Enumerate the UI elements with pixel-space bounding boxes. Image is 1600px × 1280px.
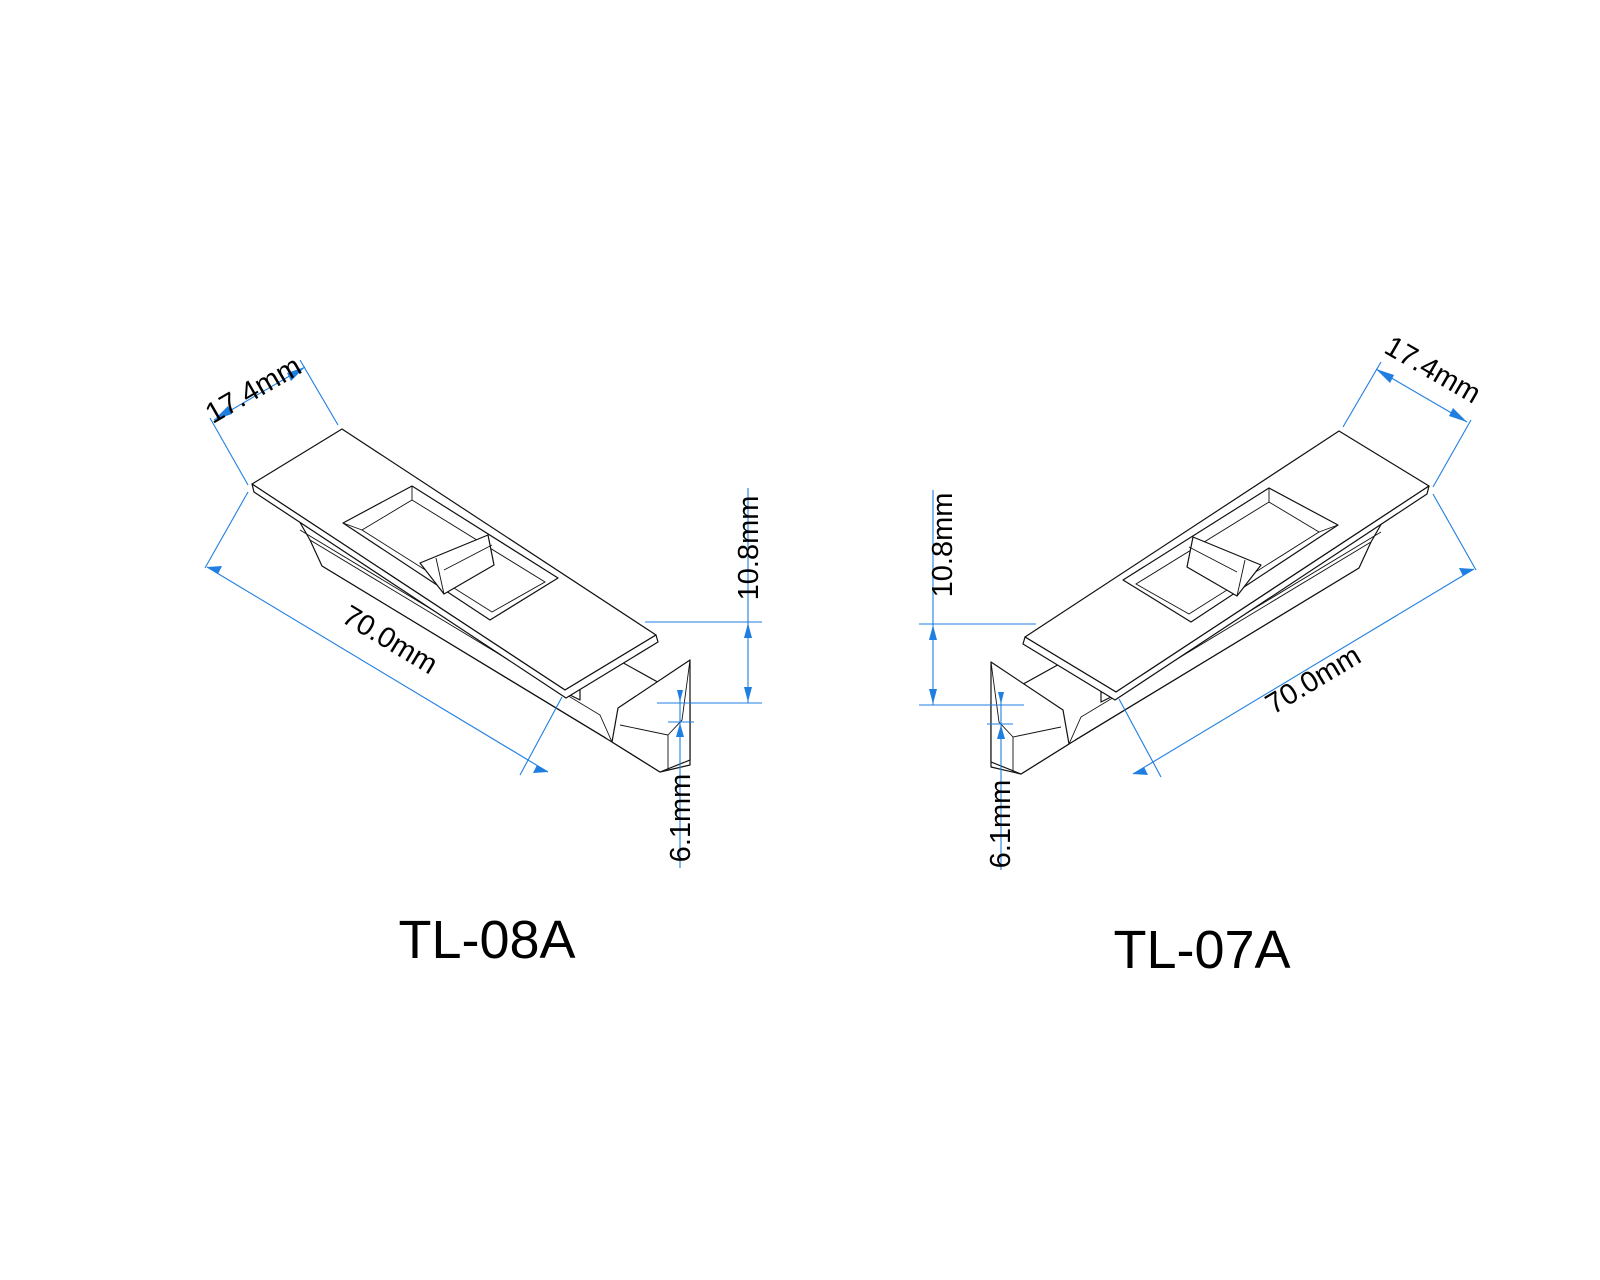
dim-depth-tl-07a: 6.1mm (985, 780, 1017, 869)
dim-width-tl-08a: 17.4mm (200, 350, 307, 430)
drawing-tl-07a: 17.4mm 70.0mm 10.8mm 6.1mm TL-07A (918, 330, 1486, 980)
dim-width-tl-07a: 17.4mm (1379, 330, 1486, 410)
dim-height-tl-08a: 10.8mm (733, 496, 765, 601)
latch-outline-tl-07a (990, 430, 1430, 775)
drawing-tl-08a: 17.4mm 70.0mm 10.8mm 6.1mm TL-08A (200, 350, 765, 970)
dim-depth-tl-08a: 6.1mm (665, 774, 697, 863)
model-label-tl-08a: TL-08A (398, 910, 575, 970)
model-label-tl-07a: TL-07A (1113, 920, 1290, 980)
latch-outline-tl-08a (251, 428, 691, 773)
dim-height-tl-07a: 10.8mm (927, 493, 959, 598)
dim-length-tl-07a: 70.0mm (1260, 640, 1366, 721)
